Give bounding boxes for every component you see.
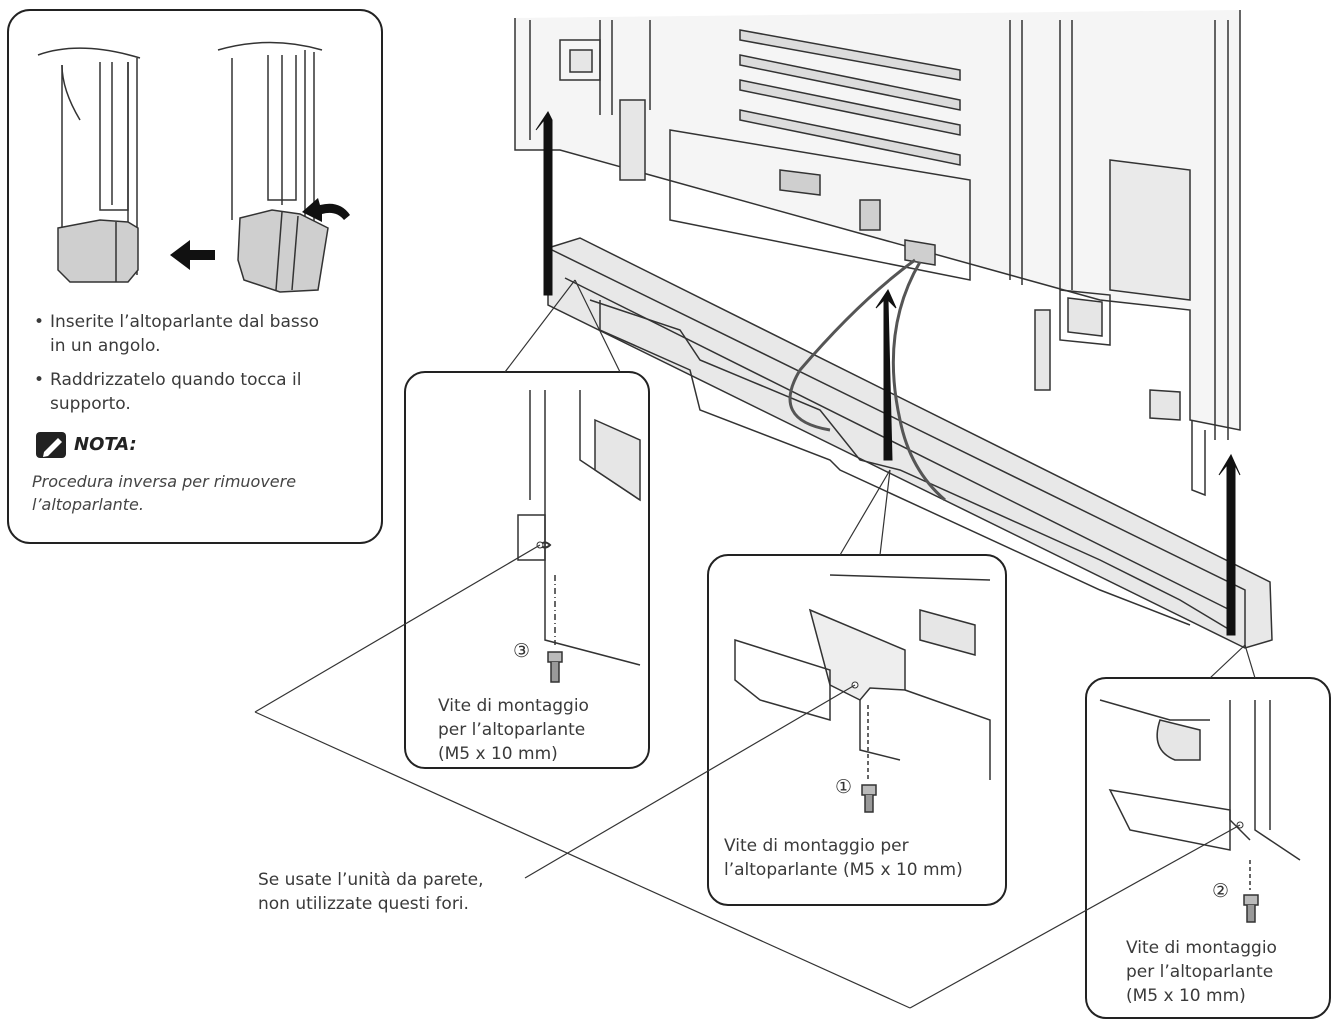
note-text-line1: Procedura inversa per rimuovere — [32, 472, 297, 491]
note-text-line2: l’altoparlante. — [32, 495, 144, 514]
screw-1-label-line2: l’altoparlante (M5 x 10 mm) — [724, 860, 963, 880]
insertion-arrows — [535, 111, 1241, 636]
callout-lines — [254, 279, 1256, 1009]
bullet-symbol: • — [34, 312, 45, 332]
screw-1-label: Vite di montaggio per l’altoparlante (M5… — [724, 834, 963, 882]
screw-1-label-line1: Vite di montaggio per — [724, 836, 909, 856]
inset-screw-2-panel — [1085, 677, 1331, 1019]
wall-unit-note-line2: non utilizzate questi fori. — [258, 894, 469, 914]
screw-3-label-line2: per l’altoparlante — [438, 720, 586, 740]
inset-insertion-panel — [7, 9, 383, 544]
inset-screw-3-panel — [404, 371, 650, 769]
arrow-left-icon — [170, 240, 215, 270]
tv-rear-panel — [514, 10, 1241, 497]
speaker-bar — [547, 237, 1273, 649]
note-title: NOTA: — [74, 434, 137, 455]
instruction-bullet-2: • Raddrizzatelo quando tocca il supporto… — [34, 368, 370, 416]
screw-2-label-line3: (M5 x 10 mm) — [1126, 986, 1246, 1006]
inset-screw-1-panel — [707, 554, 1007, 906]
bracket-straight-illustration — [37, 47, 141, 283]
instruction-bullet-1: • Inserite l’altoparlante dal basso in u… — [34, 310, 370, 358]
screw-3-label-line1: Vite di montaggio — [438, 696, 589, 716]
wall-unit-note-line1: Se usate l’unità da parete, — [258, 870, 484, 890]
instruction-bullet-2-line2: supporto. — [50, 394, 131, 414]
screw-3-label-line3: (M5 x 10 mm) — [438, 744, 558, 764]
instruction-bullet-1-line1: Inserite l’altoparlante dal basso — [50, 312, 319, 332]
screw-2-label-line1: Vite di montaggio — [1126, 938, 1277, 958]
wall-unit-note: Se usate l’unità da parete, non utilizza… — [258, 868, 484, 916]
instruction-bullet-1-line2: in un angolo. — [50, 336, 161, 356]
pencil-icon — [36, 432, 66, 458]
note-text: Procedura inversa per rimuovere l’altopa… — [32, 470, 296, 516]
speaker-cable — [788, 258, 946, 502]
curved-arrow-icon — [302, 198, 350, 222]
screw-3-number: ③ — [513, 640, 531, 662]
screw-1-number: ① — [835, 776, 853, 798]
instruction-bullet-2-line1: Raddrizzatelo quando tocca il — [50, 370, 302, 390]
bullet-symbol: • — [34, 370, 45, 390]
screw-3-label: Vite di montaggio per l’altoparlante (M5… — [438, 694, 589, 766]
screw-2-number: ② — [1212, 880, 1230, 902]
screw-2-label: Vite di montaggio per l’altoparlante (M5… — [1126, 936, 1277, 1008]
bracket-angled-illustration — [217, 41, 329, 293]
screw-2-label-line2: per l’altoparlante — [1126, 962, 1274, 982]
